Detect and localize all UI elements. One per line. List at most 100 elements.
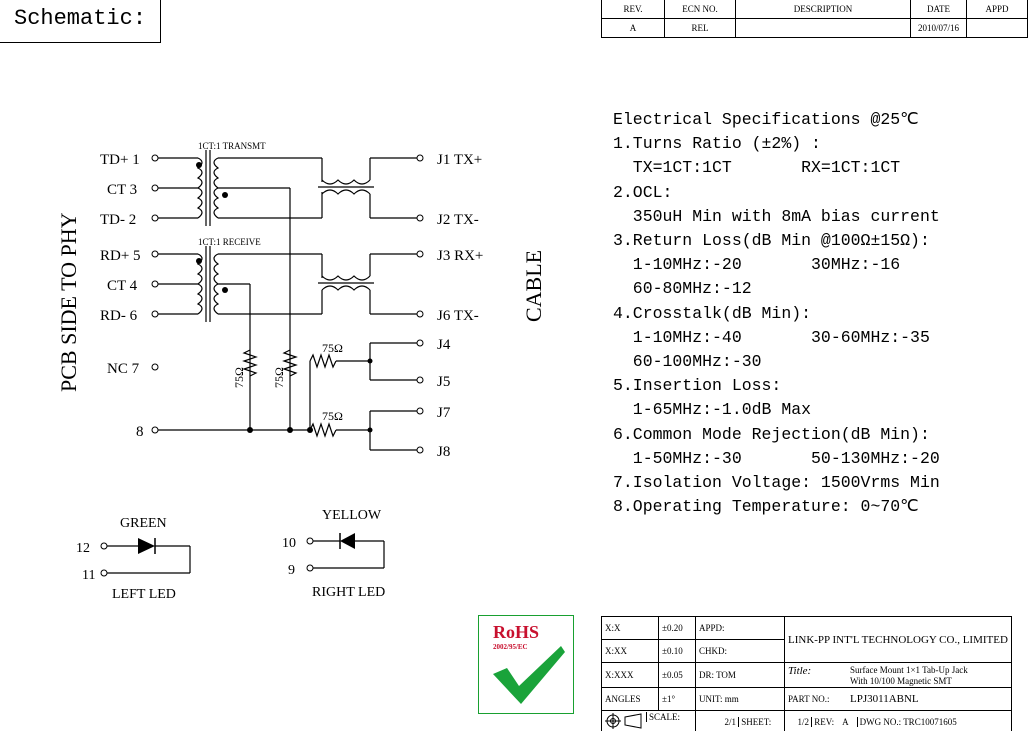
pin-rd-plus: RD+ 5 bbox=[100, 248, 141, 264]
pin-j8: J8 bbox=[437, 444, 450, 460]
part-label: PART NO.: bbox=[788, 694, 830, 704]
scale-label: SCALE: bbox=[646, 712, 680, 722]
rohs-logo: RoHS 2002/95/EC bbox=[478, 615, 574, 714]
spec-line: 1-10MHz:-40 30-60MHz:-35 bbox=[613, 327, 930, 347]
cable-label: CABLE bbox=[521, 250, 546, 322]
spec-line: 2.OCL: bbox=[613, 182, 673, 202]
green-led-pin-11: 11 bbox=[82, 568, 95, 583]
page-title: Schematic: bbox=[14, 6, 147, 31]
spec-line: 60-80MHz:-12 bbox=[613, 279, 752, 299]
title-value: Surface Mount 1×1 Tab-Up Jack bbox=[850, 665, 968, 675]
spec-line: 5.Insertion Loss: bbox=[613, 376, 782, 396]
pin-ct4: CT 4 bbox=[107, 278, 138, 294]
spec-line: 7.Isolation Voltage: 1500Vrms Min bbox=[613, 473, 940, 493]
spec-line: 1-10MHz:-20 30MHz:-16 bbox=[613, 255, 901, 275]
pin-j1: J1 TX+ bbox=[437, 152, 482, 168]
third-angle-projection-icon bbox=[605, 713, 642, 729]
spec-line: 1-65MHz:-1.0dB Max bbox=[613, 400, 812, 420]
rev-header: REV. bbox=[601, 0, 665, 19]
revision-table: REV. ECN NO. DESCRIPTION DATE APPD A REL… bbox=[601, 0, 1028, 38]
unit-label: UNIT: mm bbox=[695, 687, 785, 711]
rev-cell: A bbox=[601, 18, 665, 38]
spec-line: 3.Return Loss(dB Min @100Ω±15Ω): bbox=[613, 231, 930, 251]
spec-line: 8.Operating Temperature: 0~70℃ bbox=[613, 497, 919, 517]
spec-line: TX=1CT:1CT RX=1CT:1CT bbox=[613, 158, 901, 178]
date-header: DATE bbox=[910, 0, 967, 19]
transformer-2-label: 1CT:1 RECEIVE bbox=[198, 237, 261, 247]
date-cell: 2010/07/16 bbox=[910, 18, 967, 38]
resistor-label-3: 75Ω bbox=[322, 341, 343, 355]
title-label: Title: bbox=[788, 665, 812, 677]
title-box bbox=[0, 0, 161, 43]
pin-j4: J4 bbox=[437, 337, 451, 353]
spec-line: 6.Common Mode Rejection(dB Min): bbox=[613, 424, 930, 444]
part-number: LPJ3011ABNL bbox=[850, 693, 919, 705]
pin-j7: J7 bbox=[437, 405, 451, 421]
sheet-label: SHEET: bbox=[738, 717, 772, 727]
yellow-led-pin-10: 10 bbox=[282, 536, 296, 551]
rohs-directive: 2002/95/EC bbox=[493, 643, 528, 651]
left-led-caption: LEFT LED bbox=[112, 587, 176, 602]
chkd-label: CHKD: bbox=[695, 639, 785, 663]
electrical-specifications: Electrical Specifications @25℃ 1.Turns R… bbox=[613, 108, 940, 519]
spec-line: 4.Crosstalk(dB Min): bbox=[613, 303, 812, 323]
green-led-label: GREEN bbox=[120, 516, 167, 531]
pin-j5: J5 bbox=[437, 374, 450, 390]
company-name: LINK-PP INT'L TECHNOLOGY CO., LIMITED bbox=[784, 616, 1012, 663]
title-value-2: With 10/100 Magnetic SMT bbox=[850, 676, 952, 686]
rohs-check-icon: RoHS 2002/95/EC bbox=[493, 622, 565, 704]
resistor-label-2: 75Ω bbox=[272, 367, 286, 388]
projection-cell-wrap: SCALE: bbox=[602, 711, 680, 731]
pcb-side-label: PCB SIDE TO PHY bbox=[56, 212, 81, 392]
title-block: X:X ±0.20 APPD: LINK-PP INT'L TECHNOLOGY… bbox=[601, 616, 1012, 731]
tol-value: ±0.20 bbox=[658, 616, 696, 640]
appd-label: APPD: bbox=[695, 616, 785, 640]
pin-ct3: CT 3 bbox=[107, 182, 137, 198]
description-cell bbox=[735, 18, 911, 38]
tol-label: X:XXX bbox=[601, 662, 659, 688]
ecn-header: ECN NO. bbox=[664, 0, 736, 19]
sheet-value: 1/2 bbox=[797, 717, 809, 727]
appd-header: APPD bbox=[966, 0, 1028, 19]
schematic-diagram: TD+ 1 CT 3 TD- 2 RD+ 5 CT 4 RD- 6 NC 7 8… bbox=[56, 141, 546, 602]
pin-j2: J2 TX- bbox=[437, 212, 479, 228]
transformer-1-label: 1CT:1 TRANSMT bbox=[198, 141, 266, 151]
rev-label: REV: bbox=[811, 717, 835, 727]
dwg-number: TRC10071605 bbox=[903, 717, 957, 727]
tol-label: X:X bbox=[601, 616, 659, 640]
appd-cell bbox=[966, 18, 1028, 38]
tol-value: ±1° bbox=[658, 687, 696, 711]
rev-value: A bbox=[842, 717, 849, 727]
pin-td-minus: TD- 2 bbox=[100, 212, 136, 228]
pin-td-plus: TD+ 1 bbox=[100, 152, 140, 168]
resistor-label-4: 75Ω bbox=[322, 409, 343, 423]
revision-header-row: REV. ECN NO. DESCRIPTION DATE APPD bbox=[601, 0, 1028, 19]
dwg-label: DWG NO.: bbox=[856, 717, 902, 727]
tol-value: ±0.05 bbox=[658, 662, 696, 688]
pin-j3: J3 RX+ bbox=[437, 248, 483, 264]
spec-line: 1-50MHz:-30 50-130MHz:-20 bbox=[613, 448, 940, 468]
right-led-caption: RIGHT LED bbox=[312, 585, 385, 600]
pin-8: 8 bbox=[136, 424, 144, 440]
rev-dwg-cell: 1/2 REV: A DWG NO.: TRC10071605 bbox=[784, 710, 1012, 731]
pin-j6: J6 TX- bbox=[437, 308, 479, 324]
pin-rd-minus: RD- 6 bbox=[100, 308, 138, 324]
ecn-cell: REL bbox=[664, 18, 736, 38]
scale-sheet-cell: 2/1 SHEET: bbox=[695, 710, 785, 731]
spec-line: Electrical Specifications @25℃ bbox=[613, 110, 919, 129]
revision-row: A REL 2010/07/16 bbox=[601, 18, 1028, 38]
part-cell: PART NO.: LPJ3011ABNL bbox=[784, 687, 1012, 711]
green-led-diode-icon bbox=[138, 538, 155, 554]
projection-symbol-cell: SCALE: bbox=[601, 710, 696, 731]
green-led-pin-12: 12 bbox=[76, 541, 90, 556]
resistor-label-1: 75Ω bbox=[232, 367, 246, 388]
spec-line: 60-100MHz:-30 bbox=[613, 352, 762, 372]
tol-label: ANGLES bbox=[601, 687, 659, 711]
rohs-text: RoHS bbox=[493, 622, 539, 642]
pin-nc7: NC 7 bbox=[107, 361, 140, 377]
spec-line: 350uH Min with 8mA bias current bbox=[613, 206, 940, 226]
scale-value: 2/1 bbox=[724, 717, 736, 727]
